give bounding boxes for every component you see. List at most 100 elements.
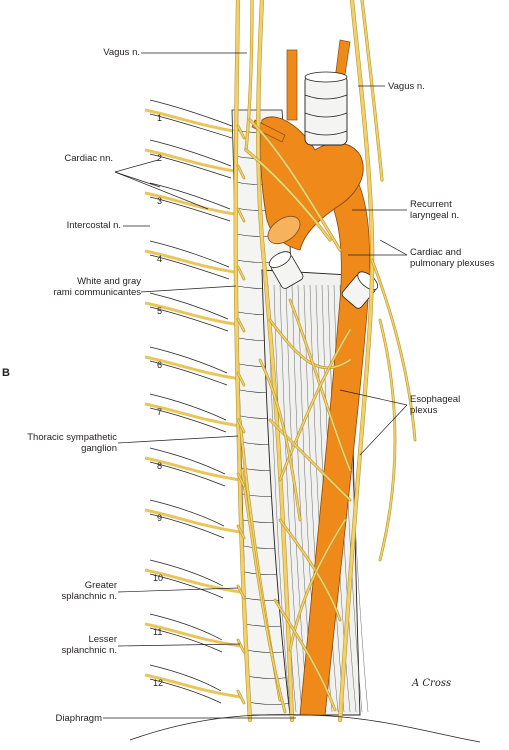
leader-lines xyxy=(103,52,408,719)
nerve xyxy=(249,119,341,251)
rib-edge xyxy=(149,182,231,210)
label-thoracic-line1: Thoracic sympathetic xyxy=(27,432,117,443)
label-lesser-line1: Lesser xyxy=(88,634,117,645)
label-greater-splanchnic: Greater splanchnic n. xyxy=(62,580,117,602)
rib-edge xyxy=(149,254,230,280)
label-esoph-line1: Esophageal xyxy=(410,394,461,405)
rib-edge xyxy=(149,573,224,599)
intercostal-nerve xyxy=(144,508,241,534)
label-cardiac-pulmonary-plexuses: Cardiac and pulmonary plexuses xyxy=(410,247,495,269)
label-greater-line2: splanchnic n. xyxy=(61,591,117,602)
label-cardpulm-line1: Cardiac and xyxy=(410,247,462,258)
intercostal-nerve xyxy=(144,301,241,327)
rib-edge xyxy=(149,139,232,167)
intercostal-nerve xyxy=(144,191,241,217)
nerve xyxy=(237,690,245,704)
rib-edge xyxy=(149,613,223,641)
intercostal-nerve xyxy=(144,148,241,174)
panel-letter: B xyxy=(2,367,10,379)
rib-edge xyxy=(149,407,227,433)
intercostal-nerve xyxy=(144,402,241,428)
intercostal-nerve xyxy=(144,456,241,482)
nerve xyxy=(256,0,294,722)
nerve xyxy=(237,473,245,487)
label-intercostal: Intercostal n. xyxy=(66,220,121,231)
rib-number: 7 xyxy=(157,407,163,417)
rib-edge xyxy=(149,240,230,268)
nerve xyxy=(279,329,351,481)
rib-edge xyxy=(149,559,224,587)
label-recurrent-laryngeal: Recurrent laryngeal n. xyxy=(410,199,459,221)
rib-number: 8 xyxy=(157,461,163,471)
nerve xyxy=(269,319,351,369)
rib-edge xyxy=(149,664,222,692)
nerve xyxy=(361,0,383,181)
rib-number: 4 xyxy=(157,254,163,264)
nerve xyxy=(234,0,252,722)
nerve xyxy=(245,0,253,151)
rib-number: 1 xyxy=(157,113,163,123)
rib-edge xyxy=(149,678,222,704)
nerve xyxy=(237,318,245,332)
rib-number: 2 xyxy=(157,153,163,163)
rib-edge xyxy=(149,306,229,332)
nerve xyxy=(241,469,286,713)
label-cardiac-nn: Cardiac nn. xyxy=(64,153,113,164)
rib-edge xyxy=(149,513,225,539)
rib-edge xyxy=(149,99,233,127)
nerve xyxy=(237,266,245,280)
nerve xyxy=(237,639,245,653)
label-recurrent-line1: Recurrent xyxy=(410,199,452,210)
label-esophageal-plexus: Esophageal plexus xyxy=(410,394,460,416)
rib-edge xyxy=(149,292,229,320)
intercostal-nerves xyxy=(144,108,241,699)
rib-number: 3 xyxy=(157,196,163,206)
rib-number: 9 xyxy=(157,513,163,523)
nerve xyxy=(289,519,346,651)
label-lesser-splanchnic: Lesser splanchnic n. xyxy=(62,634,117,656)
nerve xyxy=(371,259,416,441)
nerve xyxy=(269,419,351,501)
rib-number: 5 xyxy=(157,306,163,316)
nerve xyxy=(237,125,245,139)
muscle-fiber xyxy=(279,284,303,713)
rib-number: 12 xyxy=(153,678,164,688)
label-greater-line1: Greater xyxy=(84,580,117,591)
ribs xyxy=(149,99,233,704)
label-vagus-right: Vagus n. xyxy=(388,81,425,92)
rib-number: 6 xyxy=(157,360,163,370)
rib-edge xyxy=(149,196,231,222)
label-cardpulm-line2: pulmonary plexuses xyxy=(410,258,495,269)
rib-edge xyxy=(149,499,225,527)
rib-edge xyxy=(149,627,223,653)
label-esoph-line2: plexus xyxy=(410,405,438,416)
nerve xyxy=(274,599,336,711)
rib-edge xyxy=(149,461,226,487)
nerve xyxy=(259,359,301,521)
label-rami-line2: rami communicantes xyxy=(53,287,141,298)
label-rami-communicantes: White and gray rami communicantes xyxy=(53,276,141,298)
nerve xyxy=(379,319,396,561)
label-thoracic-ganglion: Thoracic sympathetic ganglion xyxy=(27,432,117,454)
nerve xyxy=(237,585,245,599)
nerve xyxy=(338,0,374,722)
rib-edge xyxy=(149,153,232,179)
label-thoracic-line2: ganglion xyxy=(81,443,117,454)
diaphragm-surface xyxy=(129,714,481,743)
nerve xyxy=(245,149,331,241)
intercostal-nerve xyxy=(144,249,241,275)
nerve xyxy=(237,165,245,179)
label-vagus-left: Vagus n. xyxy=(103,47,140,58)
label-recurrent-line2: laryngeal n. xyxy=(410,210,460,221)
label-diaphragm: Diaphragm xyxy=(55,713,102,724)
intercostal-nerve xyxy=(144,108,241,134)
label-lesser-line2: splanchnic n. xyxy=(61,645,117,656)
rib-edge xyxy=(149,447,226,475)
nerve xyxy=(237,372,245,386)
rib-edge xyxy=(149,113,233,139)
nerve xyxy=(237,525,245,539)
rib-number: 10 xyxy=(153,573,164,583)
nerve xyxy=(237,419,245,433)
rib-number: 11 xyxy=(153,627,163,637)
